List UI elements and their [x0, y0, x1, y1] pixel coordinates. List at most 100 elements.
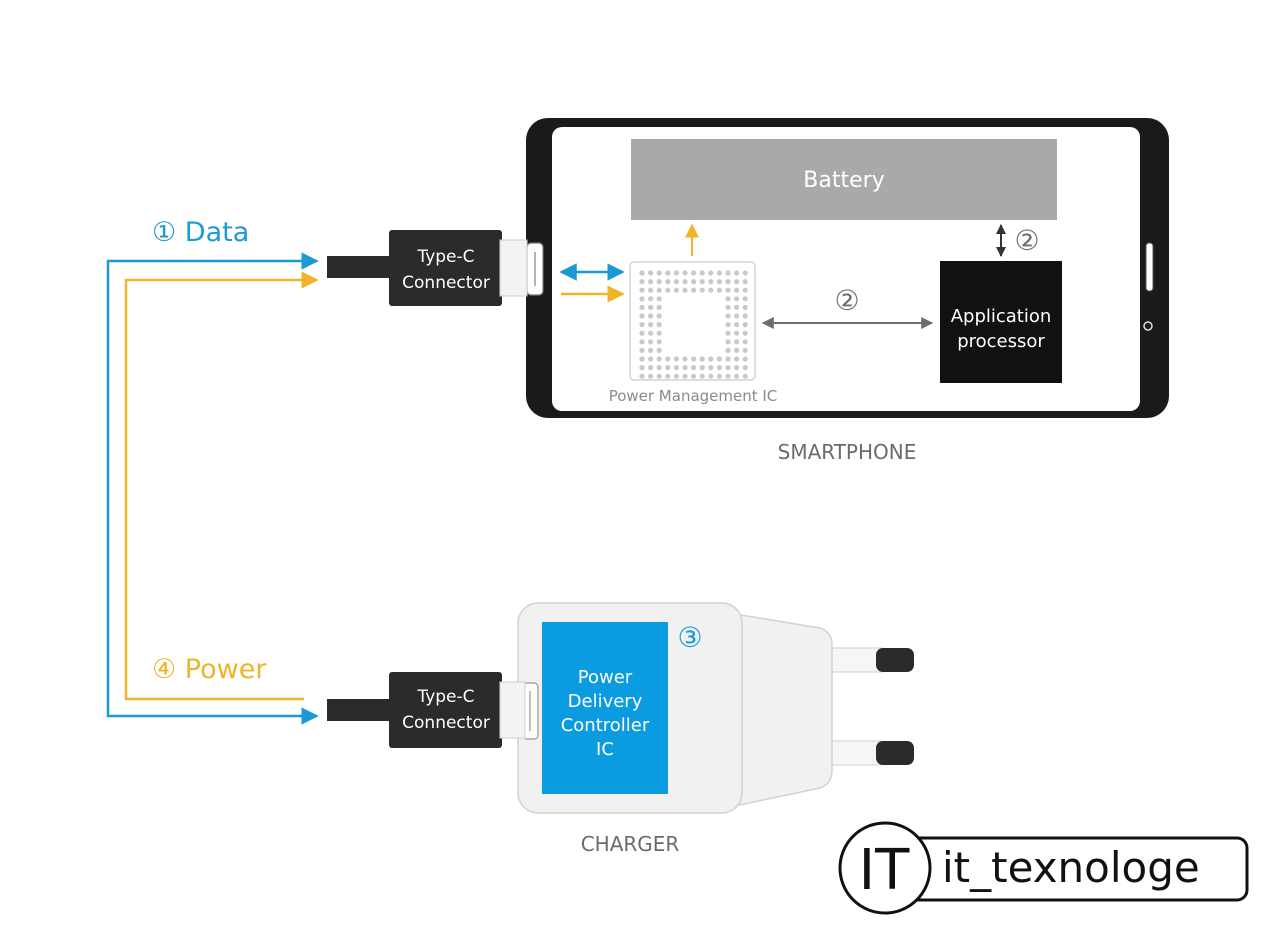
- pmic-pin-grid: [639, 270, 748, 379]
- pdc-line4: IC: [596, 739, 614, 760]
- pmic-pin: [639, 356, 645, 362]
- pmic-pin: [708, 365, 714, 371]
- pmic-pin: [734, 296, 740, 302]
- pmic-pin: [742, 322, 748, 328]
- step2-pmic-ap: ②: [834, 284, 859, 317]
- smartphone: Battery Power Management IC Application …: [526, 118, 1169, 464]
- pmic-pin: [656, 270, 662, 276]
- cable-lines: ① Data ④ Power: [106, 217, 319, 725]
- pmic-pin: [656, 339, 662, 345]
- pmic-pin: [656, 287, 662, 293]
- pmic-pin: [639, 373, 645, 379]
- cable-plug-top: [327, 256, 391, 278]
- pmic-pin: [742, 313, 748, 319]
- pmic-pin: [708, 373, 714, 379]
- pmic-pin: [708, 270, 714, 276]
- pmic-pin: [716, 270, 723, 276]
- pmic-pin: [656, 304, 662, 310]
- pmic-pin: [725, 296, 731, 302]
- pmic-pin: [742, 356, 748, 362]
- pmic-pin: [648, 304, 654, 310]
- pmic-pin: [734, 373, 740, 379]
- pmic-pin: [725, 270, 731, 276]
- pmic-pin: [648, 322, 654, 328]
- pmic-pin: [665, 373, 671, 379]
- pmic-pin: [734, 304, 740, 310]
- pmic-pin: [734, 279, 740, 285]
- pmic-pin: [665, 279, 671, 285]
- pmic-pin: [691, 373, 697, 379]
- phone-connector-line1: Type-C: [416, 247, 474, 267]
- pmic-pin: [725, 373, 731, 379]
- pmic-pin: [648, 347, 654, 353]
- ap-label-line1: Application: [951, 306, 1052, 327]
- pmic-pin: [639, 365, 645, 371]
- pmic-pin: [665, 356, 671, 362]
- pmic-pin: [648, 330, 654, 336]
- pmic-pin: [734, 322, 740, 328]
- charger-prong-bottom: [831, 740, 883, 766]
- pmic-pin: [639, 347, 645, 353]
- pmic-pin: [699, 365, 705, 371]
- pmic-label: Power Management IC: [609, 387, 778, 405]
- pmic-pin: [725, 322, 731, 328]
- charger-connector-line1: Type-C: [416, 687, 474, 707]
- phone-connector-line2: Connector: [402, 273, 490, 293]
- pmic-pin: [648, 287, 654, 293]
- pmic-pin: [673, 279, 680, 285]
- pmic-pin: [716, 373, 723, 379]
- pmic-pin: [691, 365, 697, 371]
- pmic-pin: [673, 356, 680, 362]
- pmic-pin: [742, 339, 748, 345]
- pmic-pin: [656, 330, 662, 336]
- step2-battery-ap: ②: [1014, 224, 1039, 257]
- pmic-pin: [648, 373, 654, 379]
- charger-connector-line2: Connector: [402, 713, 490, 733]
- pmic-pin: [742, 279, 748, 285]
- pmic-pin: [699, 270, 705, 276]
- pmic-pin: [639, 296, 645, 302]
- pmic-pin: [682, 287, 688, 293]
- pmic-pin: [639, 322, 645, 328]
- pmic-pin: [682, 270, 688, 276]
- pmic-pin: [742, 270, 748, 276]
- pmic-pin: [682, 365, 688, 371]
- pmic-pin: [691, 270, 697, 276]
- charger-type-c-connector: Type-C Connector: [327, 672, 526, 748]
- pmic-pin: [716, 279, 723, 285]
- pmic-pin: [682, 279, 688, 285]
- pmic-pin: [716, 356, 723, 362]
- pmic-pin: [708, 287, 714, 293]
- pmic-pin: [639, 339, 645, 345]
- charger-plug-base: [734, 613, 833, 807]
- power-management-ic: Power Management IC: [609, 261, 778, 405]
- pmic-pin: [699, 356, 705, 362]
- cable-plug-bottom: [327, 699, 391, 721]
- pmic-pin: [639, 330, 645, 336]
- pmic-pin: [656, 313, 662, 319]
- pmic-pin: [699, 279, 705, 285]
- pmic-pin: [716, 365, 723, 371]
- pmic-pin: [691, 279, 697, 285]
- pmic-pin: [742, 330, 748, 336]
- pmic-pin: [639, 313, 645, 319]
- pmic-pin: [725, 304, 731, 310]
- pmic-pin: [699, 287, 705, 293]
- phone-side-button: [1145, 242, 1154, 292]
- watermark-logo: IT: [859, 838, 911, 903]
- pmic-pin: [648, 279, 654, 285]
- pmic-pin: [639, 270, 645, 276]
- charger-caption: CHARGER: [581, 832, 680, 856]
- battery-label: Battery: [803, 168, 884, 193]
- pmic-pin: [639, 279, 645, 285]
- pmic-pin: [665, 287, 671, 293]
- pmic-pin: [725, 339, 731, 345]
- pmic-pin: [673, 365, 680, 371]
- pmic-pin: [665, 365, 671, 371]
- charger-prong-top: [831, 647, 883, 673]
- watermark-handle: it_texnologe: [942, 843, 1200, 892]
- pmic-pin: [673, 287, 680, 293]
- pmic-pin: [648, 365, 654, 371]
- pmic-pin: [734, 365, 740, 371]
